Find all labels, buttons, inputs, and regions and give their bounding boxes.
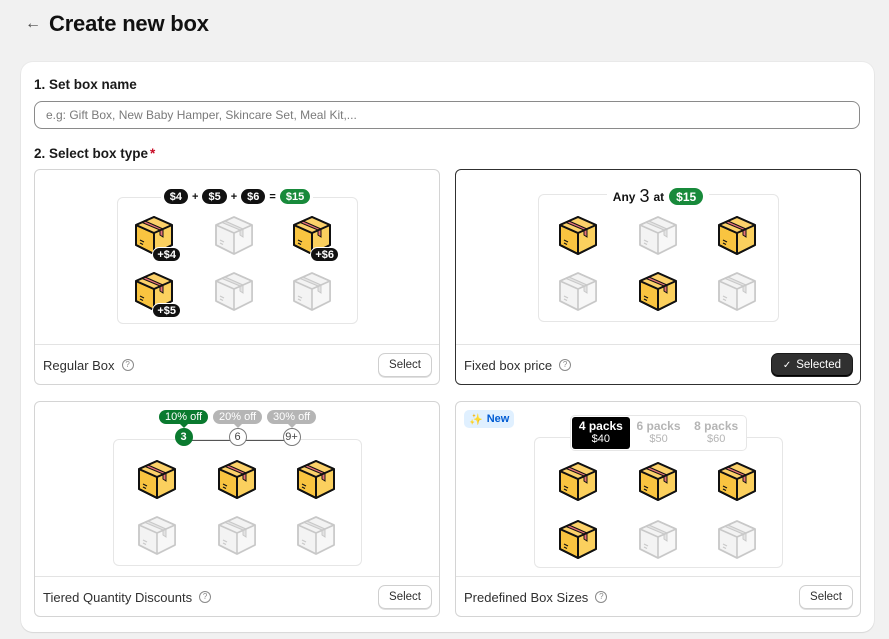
- select-button[interactable]: Select: [799, 585, 853, 609]
- new-badge: ✨New: [464, 410, 515, 428]
- pack-price: $50: [649, 433, 668, 445]
- box-empty-icon: [215, 513, 259, 557]
- tier-qty: 6: [228, 428, 247, 446]
- predefined-illustration: ✨New 4 packs$40 6 packs$50 8 packs$60: [456, 402, 860, 577]
- new-badge-label: New: [486, 413, 510, 425]
- box-name-input[interactable]: [34, 101, 860, 129]
- box-filled-icon: [636, 459, 680, 503]
- price-pill: $5: [202, 189, 227, 204]
- tier-step: 20% off 6: [213, 410, 263, 446]
- card-footer: Regular Box ? Select: [35, 345, 439, 384]
- pack-price: $60: [707, 433, 726, 445]
- pack-price: $40: [591, 433, 611, 445]
- box-filled-icon: [715, 459, 759, 503]
- box-type-name: Tiered Quantity Discounts: [43, 589, 193, 605]
- required-mark: *: [150, 146, 156, 161]
- price-equation: $4 + $5 + $6 = $15: [35, 189, 439, 204]
- pack-label: 4 packs: [578, 419, 623, 433]
- box-filled-icon: [556, 213, 600, 257]
- tier-discount: 30% off: [267, 410, 317, 428]
- card-footer: Tiered Quantity Discounts ? Select: [35, 577, 439, 616]
- select-button[interactable]: Select: [378, 353, 432, 377]
- at-text: at: [653, 189, 665, 204]
- box-type-card-tiered[interactable]: 10% off 3 20% off 6 30% off 9+ Tiered Qu…: [34, 401, 440, 617]
- box-type-name: Regular Box: [43, 357, 115, 373]
- box-filled-icon: +$6: [290, 213, 339, 262]
- checkmark-icon: ✓: [782, 360, 792, 371]
- box-type-card-regular[interactable]: $4 + $5 + $6 = $15 +$4 +$6 +$5 Regular B…: [34, 169, 440, 385]
- price-pill: $15: [669, 188, 704, 205]
- tier-qty: 3: [174, 428, 193, 446]
- box-empty-icon: [636, 213, 680, 257]
- help-circle-icon[interactable]: ?: [199, 591, 212, 603]
- help-circle-icon[interactable]: ?: [121, 359, 134, 371]
- price-tag: +$6: [310, 247, 339, 262]
- pack-size-selector: 4 packs$40 6 packs$50 8 packs$60: [570, 415, 747, 451]
- offer-label: Any 3 at $15: [456, 186, 860, 207]
- box-type-card-predefined[interactable]: ✨New 4 packs$40 6 packs$50 8 packs$60 Pr…: [455, 401, 861, 617]
- price-pill: $6: [241, 189, 266, 204]
- regular-box-illustration: $4 + $5 + $6 = $15 +$4 +$6 +$5: [35, 170, 439, 345]
- page-header: ← Create new box: [25, 10, 209, 38]
- card-footer: Predefined Box Sizes ? Select: [456, 577, 860, 616]
- box-filled-icon: [715, 213, 759, 257]
- plus-sign: +: [230, 190, 238, 203]
- box-type-label-text: 2. Select box type: [34, 146, 149, 161]
- create-box-card: 1. Set box name 2. Select box type* $4 +…: [21, 62, 874, 632]
- any-text: Any: [612, 189, 636, 204]
- box-filled-icon: +$5: [132, 269, 181, 318]
- selected-label: Selected: [796, 359, 841, 371]
- select-button[interactable]: Select: [378, 585, 432, 609]
- box-filled-icon: [294, 457, 338, 501]
- pack-label: 6 packs: [636, 419, 681, 433]
- total-pill: $15: [279, 189, 311, 204]
- tier-step: 30% off 9+: [267, 410, 317, 446]
- box-filled-icon: +$4: [132, 213, 181, 262]
- price-tag: +$5: [152, 303, 181, 318]
- price-tag: +$4: [152, 247, 181, 262]
- box-filled-icon: [556, 459, 600, 503]
- tier-step: 10% off 3: [159, 410, 209, 446]
- box-empty-icon: [715, 269, 759, 313]
- box-type-card-fixed-price[interactable]: Any 3 at $15 Fixed box price ? ✓ Selected: [455, 169, 861, 385]
- count-text: 3: [639, 186, 650, 206]
- help-circle-icon[interactable]: ?: [559, 359, 572, 371]
- selected-button[interactable]: ✓ Selected: [770, 353, 853, 377]
- pack-label: 8 packs: [694, 419, 739, 433]
- page-title: Create new box: [49, 11, 209, 36]
- box-empty-icon: [212, 269, 256, 313]
- box-empty-icon: [135, 513, 179, 557]
- fixed-price-illustration: Any 3 at $15: [456, 170, 860, 345]
- box-empty-icon: [636, 517, 680, 561]
- box-empty-icon: [556, 269, 600, 313]
- box-filled-icon: [215, 457, 259, 501]
- pack-option: 8 packs$60: [687, 417, 745, 449]
- tier-discount: 20% off: [213, 410, 263, 428]
- box-name-label: 1. Set box name: [34, 77, 137, 92]
- pack-option: 6 packs$50: [630, 417, 688, 449]
- price-pill: $4: [163, 189, 189, 204]
- box-empty-icon: [294, 513, 338, 557]
- equals-sign: =: [269, 190, 276, 203]
- box-filled-icon: [556, 517, 600, 561]
- box-type-label: 2. Select box type*: [34, 146, 155, 161]
- box-type-name: Predefined Box Sizes: [464, 589, 589, 605]
- pack-option: 4 packs$40: [572, 417, 630, 449]
- plus-sign: +: [192, 190, 199, 203]
- sparkle-icon: ✨: [469, 413, 483, 426]
- arrow-left-icon[interactable]: ←: [25, 15, 41, 32]
- card-footer: Fixed box price ? ✓ Selected: [456, 345, 860, 384]
- tier-discount: 10% off: [159, 410, 209, 428]
- box-empty-icon: [212, 213, 256, 257]
- box-empty-icon: [290, 269, 334, 313]
- box-filled-icon: [135, 457, 179, 501]
- box-type-name: Fixed box price: [464, 357, 553, 373]
- help-circle-icon[interactable]: ?: [595, 591, 608, 603]
- box-empty-icon: [715, 517, 759, 561]
- tier-qty: 9+: [282, 428, 301, 446]
- box-filled-icon: [636, 269, 680, 313]
- tiered-illustration: 10% off 3 20% off 6 30% off 9+: [35, 402, 439, 577]
